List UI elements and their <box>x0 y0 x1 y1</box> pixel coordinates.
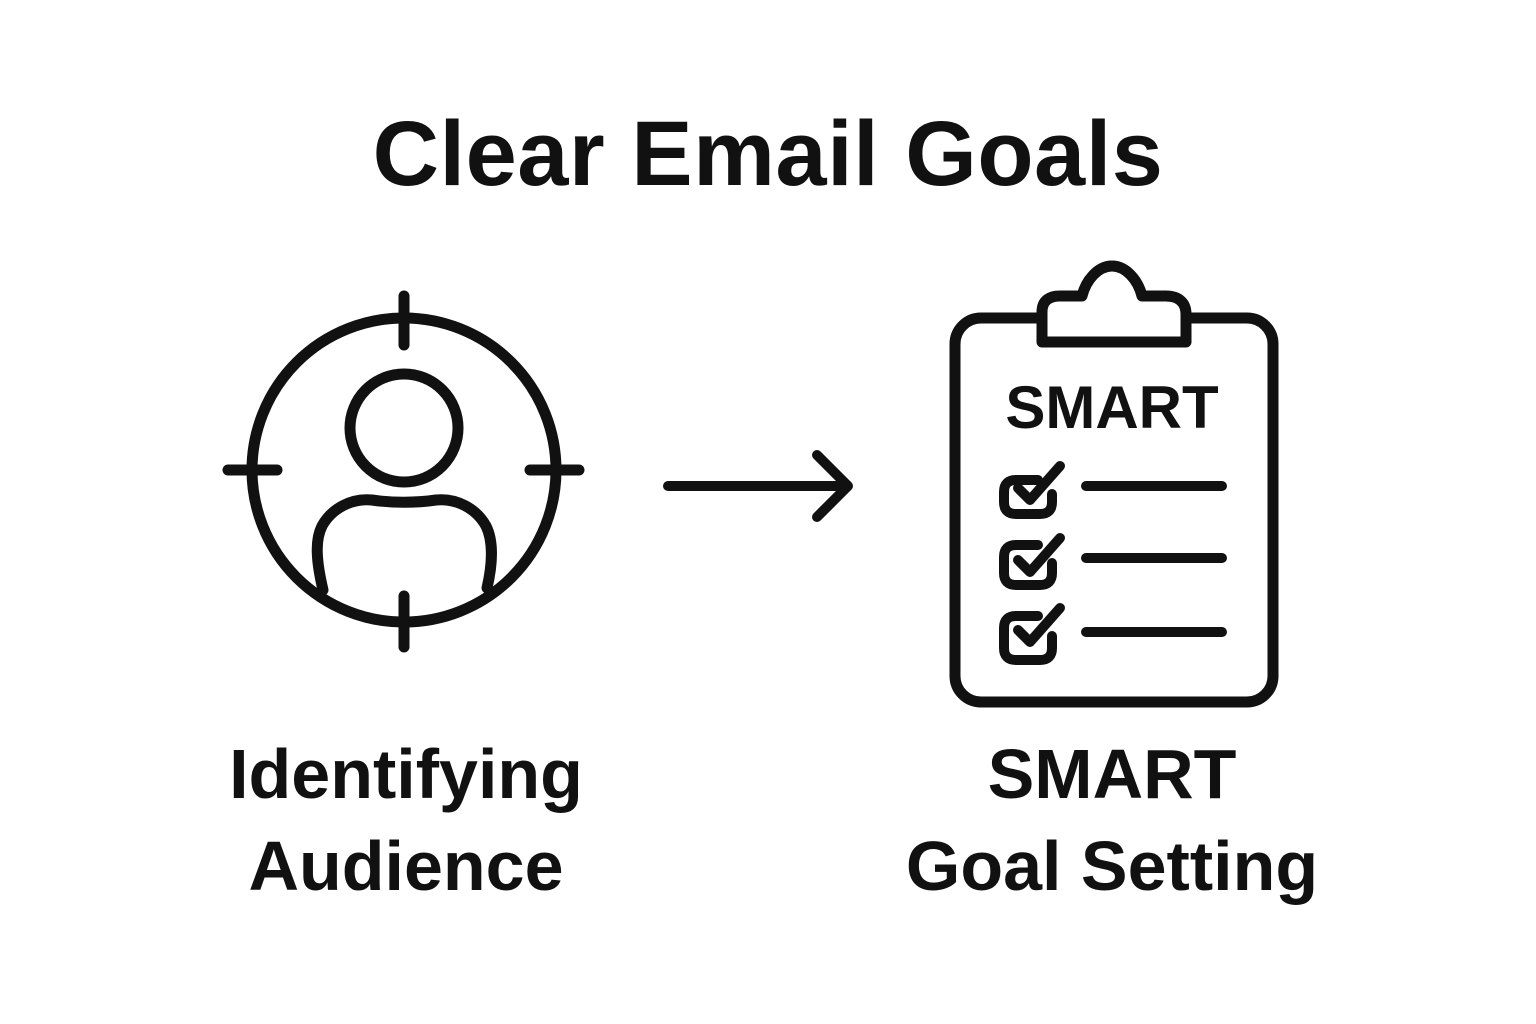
audience-target-icon <box>222 290 585 653</box>
person-body-icon <box>311 494 497 596</box>
arrow-head <box>812 450 853 522</box>
left-step-label-line-1: Identifying <box>229 735 583 813</box>
person-head-icon <box>344 368 464 488</box>
checkmark-icon <box>1013 461 1065 505</box>
right-step-label-line-1: SMART <box>987 735 1237 813</box>
clipboard-checklist-icon <box>949 260 1279 708</box>
checkmark-icon <box>1013 533 1065 577</box>
clipboard-heading: SMART <box>1005 374 1218 441</box>
checklist-item <box>999 461 1227 519</box>
checklist <box>999 461 1227 665</box>
target-ring <box>246 312 562 628</box>
left-step-label-line-2: Audience <box>248 827 564 906</box>
checkmark-icon <box>1013 603 1065 647</box>
checklist-item <box>999 533 1227 590</box>
page-title: Clear Email Goals <box>372 103 1164 205</box>
checklist-item <box>999 603 1227 665</box>
checkbox-icon <box>999 611 1057 665</box>
right-step-label: SMART Goal Setting <box>862 728 1362 913</box>
checkbox-icon <box>999 475 1057 519</box>
arrow-right-icon <box>663 450 853 522</box>
left-step-label: Identifying Audience <box>156 728 656 913</box>
checkbox-icon <box>999 540 1057 590</box>
clipboard-clip <box>1036 260 1192 348</box>
right-step-label-line-2: Goal Setting <box>905 827 1319 906</box>
